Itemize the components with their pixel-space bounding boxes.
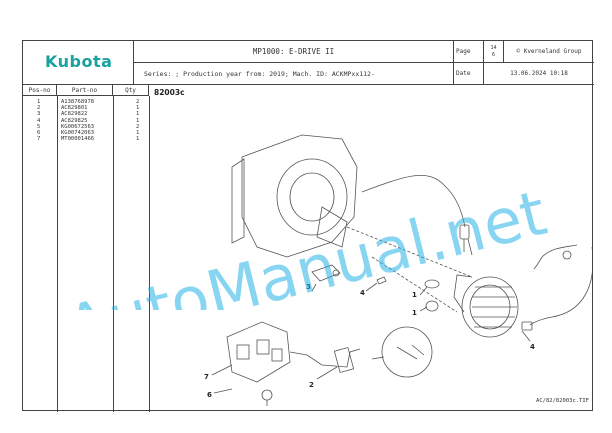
part-cell: AC829825 bbox=[61, 117, 88, 124]
kubota-logo: Kubota bbox=[45, 52, 113, 71]
sensor-cable bbox=[361, 174, 466, 228]
page-number-sub: 6 bbox=[491, 52, 495, 58]
sensor-part-3 bbox=[311, 264, 341, 282]
bracket-part-7 bbox=[226, 321, 291, 383]
pos-cell: 1 bbox=[37, 99, 41, 105]
date-value: 13.06.2024 10:18 bbox=[484, 63, 594, 85]
housing-bore bbox=[276, 158, 348, 236]
callout-3: 3 bbox=[306, 283, 311, 291]
part-cell: AC829822 bbox=[61, 111, 88, 118]
screw-part-6 bbox=[261, 389, 273, 401]
pos-cell: 5 bbox=[37, 123, 41, 130]
motor-unit bbox=[461, 276, 519, 338]
qty-cell: 1 bbox=[136, 117, 140, 124]
gearbox-housing bbox=[241, 134, 358, 258]
header-part-no: Part-no bbox=[57, 85, 113, 96]
pos-cell: 6 bbox=[37, 129, 41, 136]
part-cell: A138768978 bbox=[61, 99, 95, 105]
pos-cell: 4 bbox=[37, 117, 41, 124]
part-cell: MT00001466 bbox=[61, 136, 95, 143]
page-label: Page bbox=[454, 41, 484, 63]
page-number: 14 6 bbox=[484, 41, 504, 63]
table-row[interactable]: 5 KG00672563 2 bbox=[23, 124, 149, 130]
exploded-view-drawing: 3 4 1 1 4 6 7 2 bbox=[204, 134, 592, 406]
qty-cell: 2 bbox=[136, 123, 140, 130]
table-row[interactable]: 6 KG00742063 1 bbox=[23, 130, 149, 136]
callout-1a: 1 bbox=[412, 291, 417, 299]
drawing-filename: AC/82/82003c.TIF bbox=[536, 398, 589, 404]
column-divider bbox=[57, 96, 58, 412]
parts-sheet: Kubota MP1000: E-DRIVE II Series: ; Prod… bbox=[22, 40, 594, 412]
pos-cell: 7 bbox=[37, 136, 41, 143]
column-divider bbox=[113, 96, 114, 412]
table-row[interactable]: 1 A138768978 2 bbox=[23, 99, 149, 105]
date-label: Date bbox=[454, 63, 484, 85]
part-cell: KG00742063 bbox=[61, 129, 95, 136]
sensor-connector bbox=[459, 224, 470, 240]
detail-view bbox=[381, 326, 433, 378]
table-row[interactable]: 7 MT00001466 1 bbox=[23, 136, 149, 142]
page-number-main: 14 bbox=[490, 45, 497, 51]
header-qty: Qty bbox=[113, 85, 149, 96]
qty-cell: 2 bbox=[136, 99, 140, 105]
callout-1b: 1 bbox=[412, 309, 417, 317]
drawing-id: 82003c bbox=[154, 88, 185, 97]
column-divider bbox=[149, 96, 150, 412]
table-row[interactable]: 4 AC829825 1 bbox=[23, 118, 149, 124]
callout-6: 6 bbox=[207, 391, 212, 399]
qty-cell: 1 bbox=[136, 129, 140, 136]
qty-cell: 1 bbox=[136, 105, 140, 112]
wiring-harness-2 bbox=[289, 348, 361, 368]
series-info: Series: ; Production year from: 2019; Ma… bbox=[134, 63, 454, 85]
copyright: © Kverneland Group bbox=[504, 41, 594, 63]
bolt-part-5 bbox=[376, 276, 387, 285]
callout-2: 2 bbox=[309, 381, 314, 389]
qty-cell: 1 bbox=[136, 136, 140, 143]
sheet-title: MP1000: E-DRIVE II bbox=[134, 41, 454, 63]
housing-flange bbox=[231, 158, 245, 244]
washer-part-1b bbox=[425, 300, 439, 312]
pos-cell: 3 bbox=[37, 111, 41, 118]
pos-cell: 2 bbox=[37, 105, 41, 112]
part-cell: AC829801 bbox=[61, 105, 88, 112]
part-cell: KG00672563 bbox=[61, 123, 95, 130]
callout-5: 4 bbox=[360, 289, 365, 297]
logo-cell: Kubota bbox=[23, 41, 134, 85]
qty-cell: 1 bbox=[136, 111, 140, 118]
table-row[interactable]: 2 AC829801 1 bbox=[23, 105, 149, 111]
table-row[interactable]: 3 AC829822 1 bbox=[23, 111, 149, 117]
callout-7: 7 bbox=[204, 373, 209, 381]
washer-part-1 bbox=[424, 279, 440, 289]
right-cable bbox=[541, 244, 578, 258]
callout-4: 4 bbox=[530, 343, 535, 351]
header-pos-no: Pos-no bbox=[23, 85, 57, 96]
